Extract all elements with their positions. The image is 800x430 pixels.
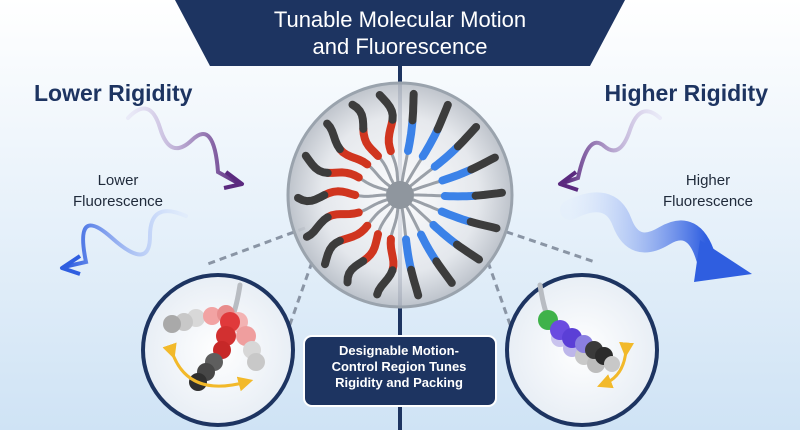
- higher-fluorescence-line-1: Higher: [685, 172, 731, 189]
- arrowhead-icon: [223, 170, 244, 190]
- micelle-right-half-blue: [400, 89, 506, 300]
- higher-fluorescence-line-2: Fluorescence: [662, 193, 754, 210]
- lower-fluorescence-label: Lower Fluorescence: [48, 170, 188, 212]
- callout-line-2: Control Region Tunes: [331, 359, 467, 374]
- zoom-connectors: [204, 226, 596, 331]
- wavy-arrow-icon: [560, 192, 716, 268]
- wavy-arrow-icon: [126, 106, 238, 184]
- micelle-left-half-red: [294, 91, 400, 299]
- micelle-icon: [286, 81, 514, 309]
- callout-text: Designable Motion- Control Region Tunes …: [306, 343, 492, 391]
- arrowhead-icon: [694, 240, 752, 282]
- title-banner: [175, 0, 625, 66]
- right-zoom-circle: [505, 273, 659, 427]
- callout-box: [303, 335, 497, 407]
- wavy-arrow-icon: [66, 209, 188, 268]
- curved-arrow-icon: [597, 341, 635, 389]
- lower-fluorescence-line-2: Fluorescence: [72, 193, 164, 210]
- curved-arrow-icon: [162, 342, 254, 392]
- callout-line-1: Designable Motion-: [339, 343, 459, 358]
- left-zoom-circle: [141, 273, 295, 427]
- arrowhead-icon: [558, 170, 579, 192]
- lower-fluorescence-line-1: Lower: [97, 172, 139, 189]
- lower-rigidity-heading: Lower Rigidity: [34, 80, 193, 106]
- higher-rigidity-heading: Higher Rigidity: [604, 80, 768, 106]
- callout-line-3: Rigidity and Packing: [335, 375, 463, 390]
- title-line-1: Tunable Molecular Motion: [273, 7, 527, 32]
- arrowhead-icon: [60, 254, 82, 276]
- wavy-arrow-icon: [564, 109, 662, 184]
- title-line-2: and Fluorescence: [312, 34, 488, 59]
- figure-title: Tunable Molecular Motion and Fluorescenc…: [200, 6, 600, 60]
- higher-fluorescence-label: Higher Fluorescence: [638, 170, 778, 212]
